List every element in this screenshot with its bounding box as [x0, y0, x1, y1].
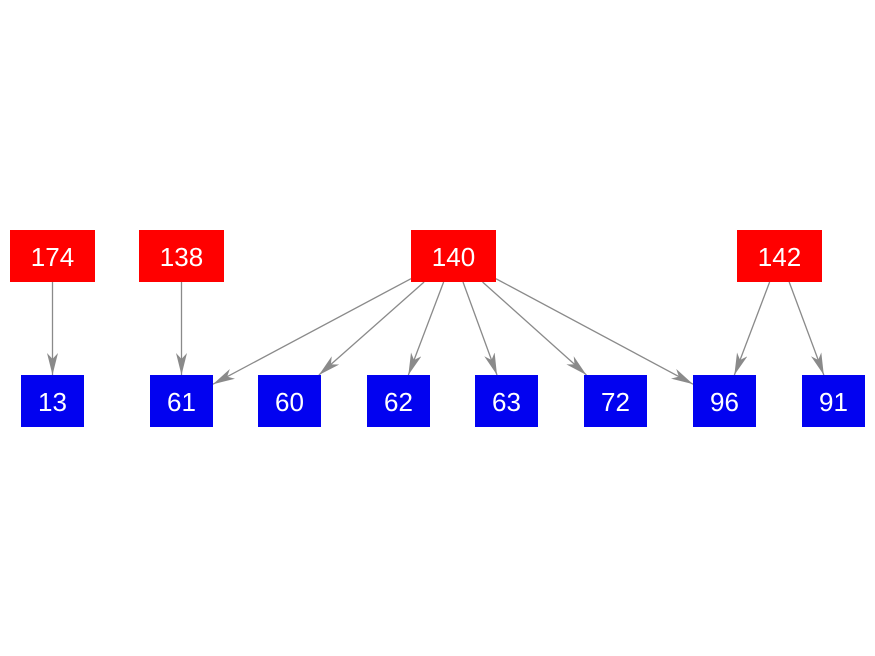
- node-61-label: 61: [167, 387, 196, 417]
- node-142-label: 142: [758, 242, 801, 272]
- node-60-box: [258, 375, 321, 427]
- node-174-label: 174: [31, 242, 74, 272]
- node-174: 174: [10, 230, 95, 282]
- edge-142-91: [788, 281, 825, 376]
- node-174-box: [10, 230, 95, 282]
- node-63-label: 63: [492, 387, 521, 417]
- node-63-box: [475, 375, 538, 427]
- node-96-box: [693, 375, 756, 427]
- edge-142-96: [733, 281, 771, 376]
- edge-140-62: [407, 281, 445, 376]
- node-63: 63: [475, 375, 538, 427]
- node-140-box: [411, 230, 496, 282]
- node-91-label: 91: [819, 387, 848, 417]
- node-13: 13: [21, 375, 84, 427]
- node-142-box: [737, 230, 822, 282]
- edge-140-61: [212, 278, 412, 385]
- node-138: 138: [139, 230, 224, 282]
- node-72-label: 72: [601, 387, 630, 417]
- edge-140-72: [482, 281, 587, 376]
- node-13-label: 13: [38, 387, 67, 417]
- node-91-box: [802, 375, 865, 427]
- node-96-label: 96: [710, 387, 739, 417]
- node-72: 72: [584, 375, 647, 427]
- node-138-label: 138: [160, 242, 203, 272]
- node-62-label: 62: [384, 387, 413, 417]
- edge-140-63: [462, 281, 498, 376]
- node-140-label: 140: [432, 242, 475, 272]
- node-13-box: [21, 375, 84, 427]
- node-142: 142: [737, 230, 822, 282]
- node-72-box: [584, 375, 647, 427]
- node-91: 91: [802, 375, 865, 427]
- node-60-label: 60: [275, 387, 304, 417]
- node-138-box: [139, 230, 224, 282]
- edge-140-60: [318, 281, 425, 376]
- node-62-box: [367, 375, 430, 427]
- edge-140-96: [495, 278, 694, 385]
- node-61: 61: [150, 375, 213, 427]
- node-60: 60: [258, 375, 321, 427]
- node-62: 62: [367, 375, 430, 427]
- node-140: 140: [411, 230, 496, 282]
- node-96: 96: [693, 375, 756, 427]
- node-61-box: [150, 375, 213, 427]
